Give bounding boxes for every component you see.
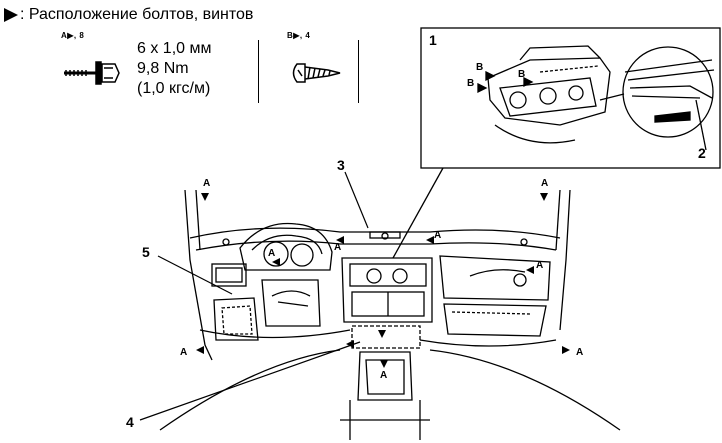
- bolt-spec: 6 x 1,0 мм 9,8 Nm (1,0 кгс/м): [137, 39, 211, 99]
- bolt-location-arrows: [196, 193, 570, 368]
- bolt-spec-size: 6 x 1,0 мм: [137, 40, 212, 57]
- callout-1: 1: [429, 32, 437, 48]
- leader-3: [344, 171, 369, 229]
- callout-4: 4: [126, 414, 134, 430]
- bolt-spec-torque: 9,8 Nm: [137, 60, 189, 77]
- label-a-console: A: [380, 370, 388, 381]
- callout-5: 5: [142, 244, 150, 260]
- label-a-lower-left: A: [180, 347, 188, 358]
- label-a-cluster: A: [268, 248, 276, 259]
- callout-2: 2: [698, 145, 706, 161]
- arrow-triangle-icon: [4, 8, 18, 22]
- label-a-glovebox: A: [536, 260, 544, 271]
- legend-divider-2: [358, 40, 359, 103]
- legend-divider-1: [258, 40, 259, 103]
- bolt-tag: A▶, 8: [61, 31, 85, 40]
- label-b-3: B: [518, 69, 526, 80]
- inset-box: [420, 27, 721, 169]
- label-a-right-pillar: A: [541, 178, 549, 189]
- label-b-1: B: [476, 62, 484, 73]
- tapping-screw-icon: [292, 63, 341, 83]
- bolt-spec-torque-kgf: (1,0 кгс/м): [137, 80, 211, 97]
- label-a-center-right: A: [434, 230, 442, 241]
- legend-title: : Расположение болтов, винтов: [4, 6, 253, 24]
- screw-tag: B▶, 4: [287, 31, 311, 40]
- label-a-center-left: A: [334, 242, 342, 253]
- leader-4: [139, 341, 361, 421]
- label-b-2: B: [467, 78, 475, 89]
- callout-3: 3: [337, 157, 345, 173]
- flange-bolt-icon: [64, 61, 120, 85]
- dashboard-outline: [159, 189, 621, 440]
- legend-title-text: : Расположение болтов, винтов: [20, 6, 254, 23]
- label-a-left-pillar: A: [203, 178, 211, 189]
- leader-5: [157, 255, 233, 295]
- label-a-lower-right: A: [576, 347, 584, 358]
